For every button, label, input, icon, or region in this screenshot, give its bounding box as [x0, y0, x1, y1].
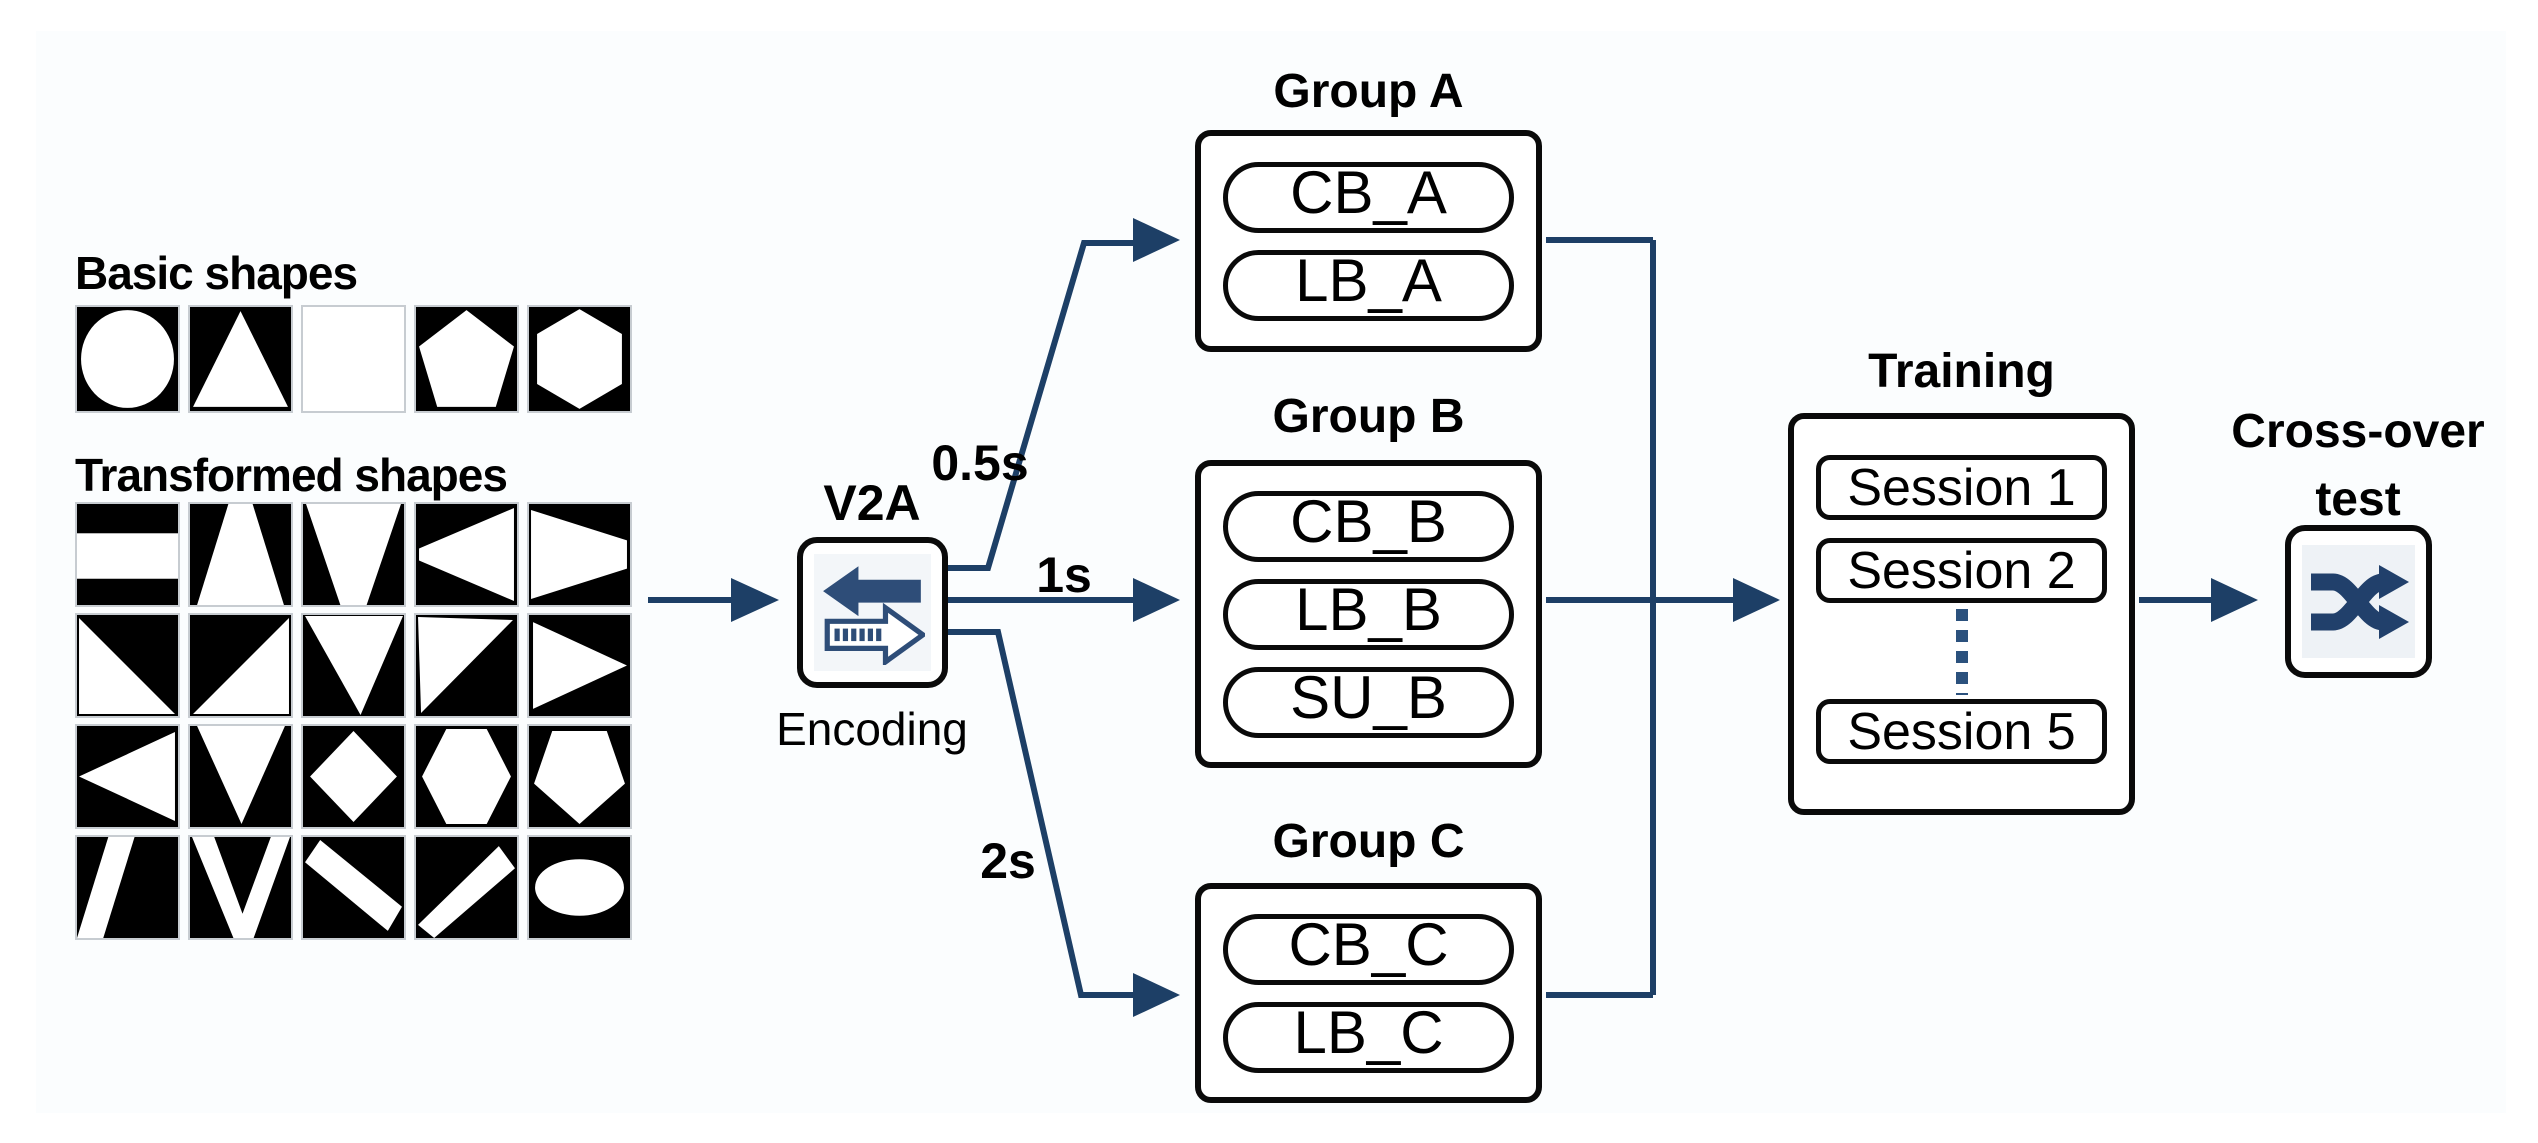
condition-pill: LB_C	[1223, 1001, 1514, 1073]
shape-tile-triangle-point-right	[527, 613, 632, 718]
group-a-box: CB_A LB_A	[1195, 130, 1542, 352]
transformed-shapes-grid	[75, 502, 632, 940]
crossover-title-line2: test	[2315, 473, 2401, 526]
session-item: Session 2	[1816, 538, 2107, 603]
group-c-box: CB_C LB_C	[1195, 883, 1542, 1103]
training-title: Training	[1868, 345, 2055, 398]
condition-pill: CB_C	[1223, 913, 1514, 985]
shape-tile-diamond	[301, 724, 406, 829]
shape-tile-circle	[75, 305, 180, 413]
training-box: Session 1 Session 2 Session 5	[1788, 413, 2135, 815]
shape-tile-triangle-point-left	[75, 724, 180, 829]
session-item: Session 5	[1816, 699, 2107, 764]
shape-tile-ellipse	[527, 835, 632, 940]
basic-shapes-row	[75, 305, 632, 413]
shape-tile-triangle-point-down	[301, 613, 406, 718]
group-b-box: CB_B LB_B SU_B	[1195, 460, 1542, 768]
group-b-title: Group B	[1272, 390, 1465, 443]
condition-pill: LB_B	[1223, 578, 1514, 650]
encode-convert-arrows-icon	[814, 554, 931, 671]
encoder-caption: Encoding	[776, 703, 968, 755]
shape-tile-triangle-upper-left	[414, 613, 519, 718]
shuffle-icon	[2302, 545, 2415, 658]
shape-tile-stripe-down-right	[301, 835, 406, 940]
session-item: Session 1	[1816, 455, 2107, 520]
shape-tile-pentagon-point-down	[527, 724, 632, 829]
shape-tile-hexagon	[527, 305, 632, 413]
shape-tile-triangle-lower-left	[75, 613, 180, 718]
shape-tile-square	[301, 305, 406, 413]
condition-pill: CB_A	[1223, 161, 1514, 233]
shape-tile-triangle-lower-right	[188, 613, 293, 718]
branch-label-1s: 1s	[1036, 547, 1092, 603]
shape-tile-triangle	[188, 305, 293, 413]
shape-tile-hexagon-tall	[414, 724, 519, 829]
shape-tile-stripe-up-right	[414, 835, 519, 940]
shape-tile-trapezoid-point-right	[527, 502, 632, 607]
group-a-title: Group A	[1273, 65, 1464, 118]
encoder-title: V2A	[823, 475, 921, 531]
shape-tile-stripe-v	[188, 835, 293, 940]
shape-tile-trapezoid-point-left	[414, 502, 519, 607]
shape-tile-trapezoid-narrow-top	[188, 502, 293, 607]
transformed-shapes-label: Transformed shapes	[75, 449, 508, 501]
condition-pill: CB_B	[1223, 490, 1514, 562]
branch-label-2s: 2s	[980, 833, 1036, 889]
condition-pill: LB_A	[1223, 249, 1514, 321]
condition-pill: SU_B	[1223, 666, 1514, 738]
encoder-box	[797, 537, 948, 688]
shape-tile-pentagon	[414, 305, 519, 413]
crossover-title-line1: Cross-over	[2231, 405, 2485, 458]
shape-tile-trapezoid-narrow-bottom	[301, 502, 406, 607]
branch-label-0-5s: 0.5s	[931, 435, 1029, 491]
group-c-title: Group C	[1272, 815, 1465, 868]
shape-tile-h-band	[75, 502, 180, 607]
shape-tile-stripe-slant-left	[75, 835, 180, 940]
shape-tile-triangle-narrow-down	[188, 724, 293, 829]
ellipsis-dots	[1951, 603, 1973, 699]
crossover-box	[2285, 525, 2432, 678]
basic-shapes-label: Basic shapes	[75, 247, 358, 299]
